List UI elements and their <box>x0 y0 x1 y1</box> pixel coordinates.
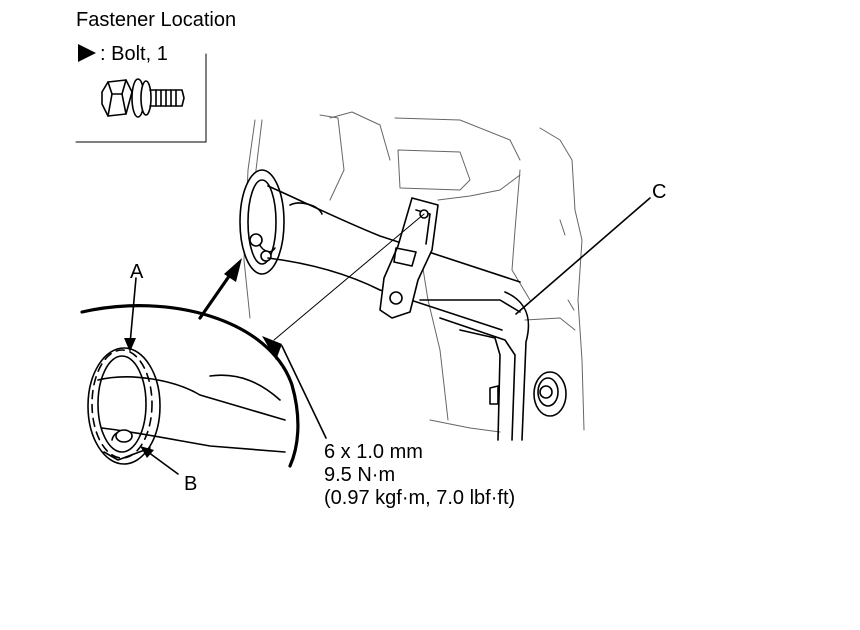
callout-b-arrow-icon <box>140 446 154 458</box>
callout-a-arrow-icon <box>124 338 136 352</box>
fastener-leader <box>273 213 425 341</box>
spec-torque-nm: 9.5 N·m <box>324 464 395 486</box>
callout-b-label: B <box>184 473 197 495</box>
detail-arrow-icon <box>224 258 242 282</box>
filler-pipe <box>267 185 530 441</box>
legend-frame <box>75 53 207 143</box>
callout-c-label: C <box>652 181 666 203</box>
detail-view <box>80 258 300 475</box>
callout-b-leader <box>147 451 179 475</box>
fastener-arrow-icon <box>262 336 282 360</box>
detail-boundary <box>80 304 300 468</box>
spec-torque-alt: (0.97 kgf·m, 7.0 lbf·ft) <box>324 487 515 509</box>
spec-leader <box>281 345 327 439</box>
detail-arrow-line <box>198 270 234 320</box>
spec-size: 6 x 1.0 mm <box>324 441 423 463</box>
bolt-marker-icon <box>78 44 96 62</box>
legend: Fastener Location : Bolt, 1 <box>75 9 236 143</box>
callout-a-label: A <box>130 261 144 283</box>
legend-title: Fastener Location <box>76 9 236 31</box>
bolt-icon <box>101 78 185 118</box>
callout-c-leader <box>515 197 651 315</box>
callout-a-leader <box>129 277 137 345</box>
wall-boot <box>239 169 285 275</box>
body-bolt <box>533 371 567 417</box>
legend-symbol-label: : Bolt, 1 <box>100 43 168 65</box>
pipe-bracket <box>379 197 439 319</box>
